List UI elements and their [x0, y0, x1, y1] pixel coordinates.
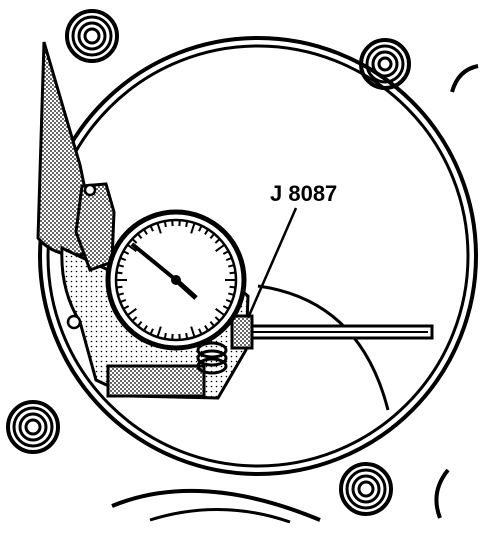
housing-lower-block [106, 364, 206, 398]
dial-tick [185, 332, 189, 339]
dial-tick [225, 298, 232, 303]
callout-leader-line [246, 207, 298, 319]
dial-tick [127, 244, 137, 253]
bolt-hole-bottom-left [6, 400, 60, 454]
dial-tick [214, 238, 220, 244]
dial-tick [209, 320, 215, 327]
dial-tick [222, 250, 229, 255]
dial-tick [190, 223, 196, 234]
dial-tick [163, 332, 167, 339]
dial-tick [222, 305, 229, 310]
dial-tick [117, 285, 123, 289]
dial-tick [118, 264, 124, 268]
dial-tick [132, 238, 138, 244]
dial-tick [209, 233, 215, 240]
dial-tick [198, 328, 203, 334]
plunger-rod [230, 314, 434, 350]
dial-tick [123, 305, 130, 310]
dial-tick [120, 298, 127, 303]
adjacent-bore-arc-bottom-right [434, 468, 450, 519]
dial-tick [228, 264, 234, 268]
dial-tick [132, 316, 138, 322]
dial-tick [215, 244, 225, 253]
dial-indicator [105, 209, 247, 351]
dial-tick [156, 326, 162, 337]
dial-tick [190, 326, 196, 337]
dial-tick [156, 223, 162, 234]
dial-tick [163, 221, 167, 228]
dial-tick [185, 221, 189, 228]
cylinder-bore [38, 36, 478, 476]
bolt-hole-top-left [65, 9, 119, 63]
dial-tick [204, 325, 209, 331]
dial-tick [204, 229, 209, 235]
housing-screw [66, 314, 82, 330]
dial-tick [137, 233, 143, 240]
mount-screw [83, 183, 97, 197]
plunger-spring [196, 341, 228, 375]
dial-hub [171, 275, 181, 285]
bolt-hole-bottom-right [339, 462, 393, 516]
dial-ticks [117, 221, 235, 339]
dial-tick [120, 257, 127, 262]
dial-tick [149, 328, 154, 334]
dial-tick [123, 250, 130, 255]
dial-tick [149, 226, 154, 232]
dial-tick [229, 271, 235, 275]
adjacent-bore-arc-bottom-inner [149, 507, 291, 524]
dial-tick [143, 229, 148, 235]
adjacent-bore-arc-bottom [111, 488, 321, 522]
bore-inner-arc [257, 284, 390, 411]
dial-tick [229, 285, 235, 289]
dial-needle [130, 242, 178, 282]
tool-callout-label: J 8087 [270, 181, 338, 206]
dial-tick [228, 292, 234, 296]
dial-tick [117, 271, 123, 275]
adjacent-bore-arc-right [450, 64, 479, 93]
dial-tick [127, 307, 137, 316]
dial-tick [143, 325, 148, 331]
dial-tick [225, 257, 232, 262]
dial-tick [214, 316, 220, 322]
dial-tick [198, 226, 203, 232]
dial-tick [137, 320, 143, 327]
dial-tick [118, 292, 124, 296]
dial-tick [215, 307, 225, 316]
